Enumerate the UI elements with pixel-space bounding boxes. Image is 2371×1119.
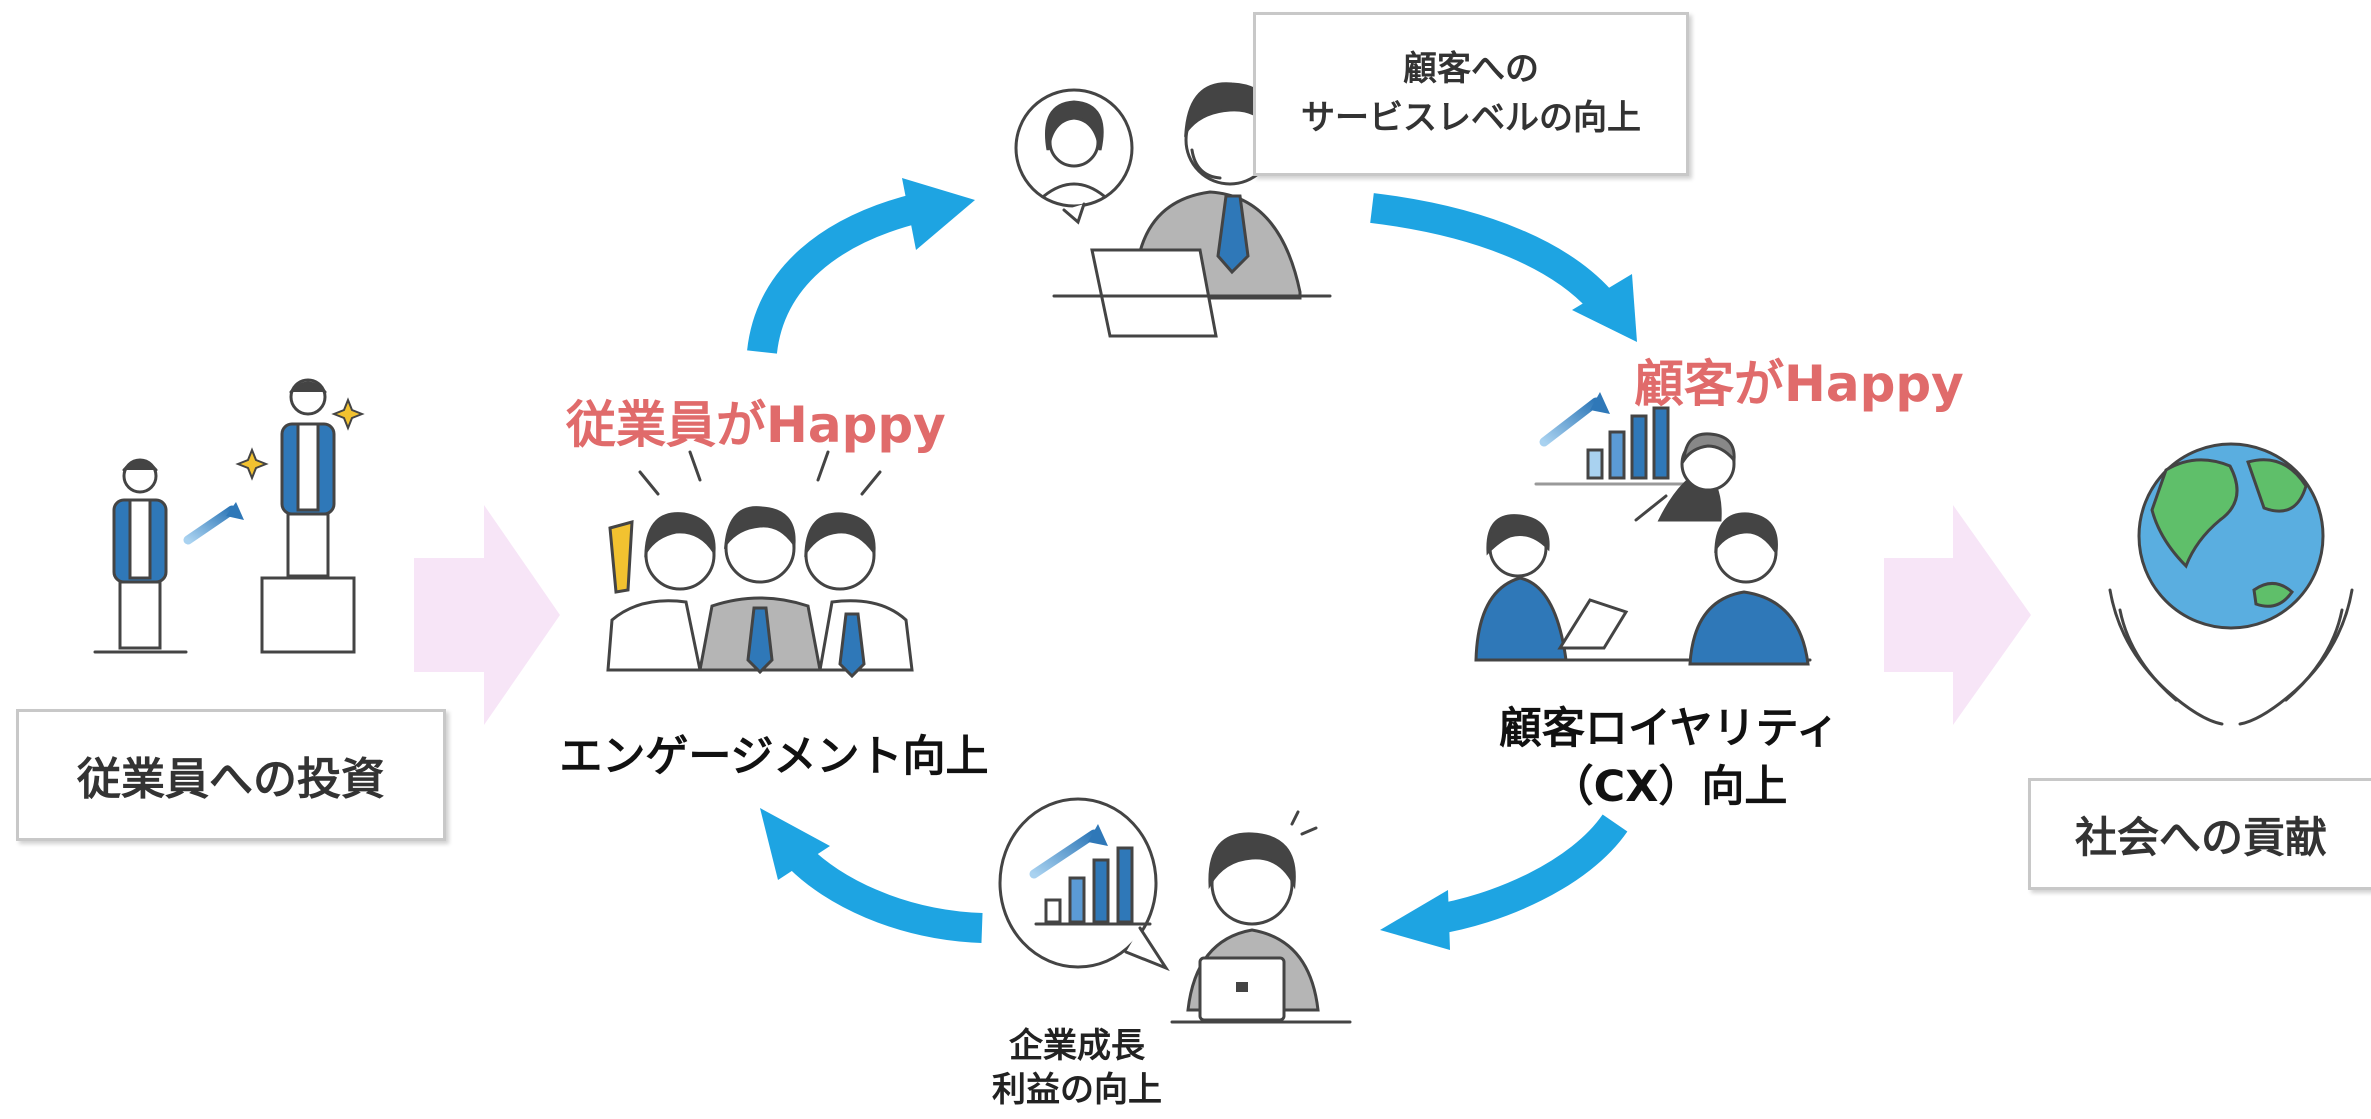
investment-box: 従業員への投資 bbox=[16, 709, 446, 841]
flow-arrow-right bbox=[1884, 505, 2031, 725]
client-meeting-icon bbox=[1474, 392, 1812, 666]
team-cheer-icon bbox=[606, 450, 914, 679]
service-level-box: 顧客への サービスレベルの向上 bbox=[1253, 12, 1689, 176]
cycle-arrow-bottom-left bbox=[760, 808, 983, 943]
globe-hands-icon bbox=[2108, 442, 2354, 726]
investment-step-icon bbox=[93, 378, 365, 654]
cycle-arrow-bottom-right bbox=[1380, 814, 1628, 950]
customer-happy-text: 顧客がHappy bbox=[1634, 355, 1964, 413]
engagement-label: エンゲージメント向上 bbox=[559, 732, 989, 782]
business-growth-icon bbox=[998, 797, 1352, 1024]
flow-arrow-left bbox=[414, 505, 560, 725]
support-operator-icon bbox=[1014, 82, 1332, 338]
social-contribution-label: 社会への貢献 bbox=[2074, 812, 2327, 862]
service-level-label: 顧客への サービスレベルの向上 bbox=[1301, 48, 1641, 138]
investment-box-label: 従業員への投資 bbox=[77, 754, 385, 805]
growth-label: 企業成長 利益の向上 bbox=[992, 1026, 1162, 1111]
employee-happy-text: 従業員がHappy bbox=[566, 396, 946, 454]
cycle-arrow-top-left bbox=[747, 178, 975, 355]
loyalty-label: 顧客ロイヤリティ （CX）向上 bbox=[1498, 704, 1840, 813]
cycle-arrow-top-right bbox=[1370, 193, 1637, 342]
social-contribution-box: 社会への貢献 bbox=[2028, 778, 2371, 890]
